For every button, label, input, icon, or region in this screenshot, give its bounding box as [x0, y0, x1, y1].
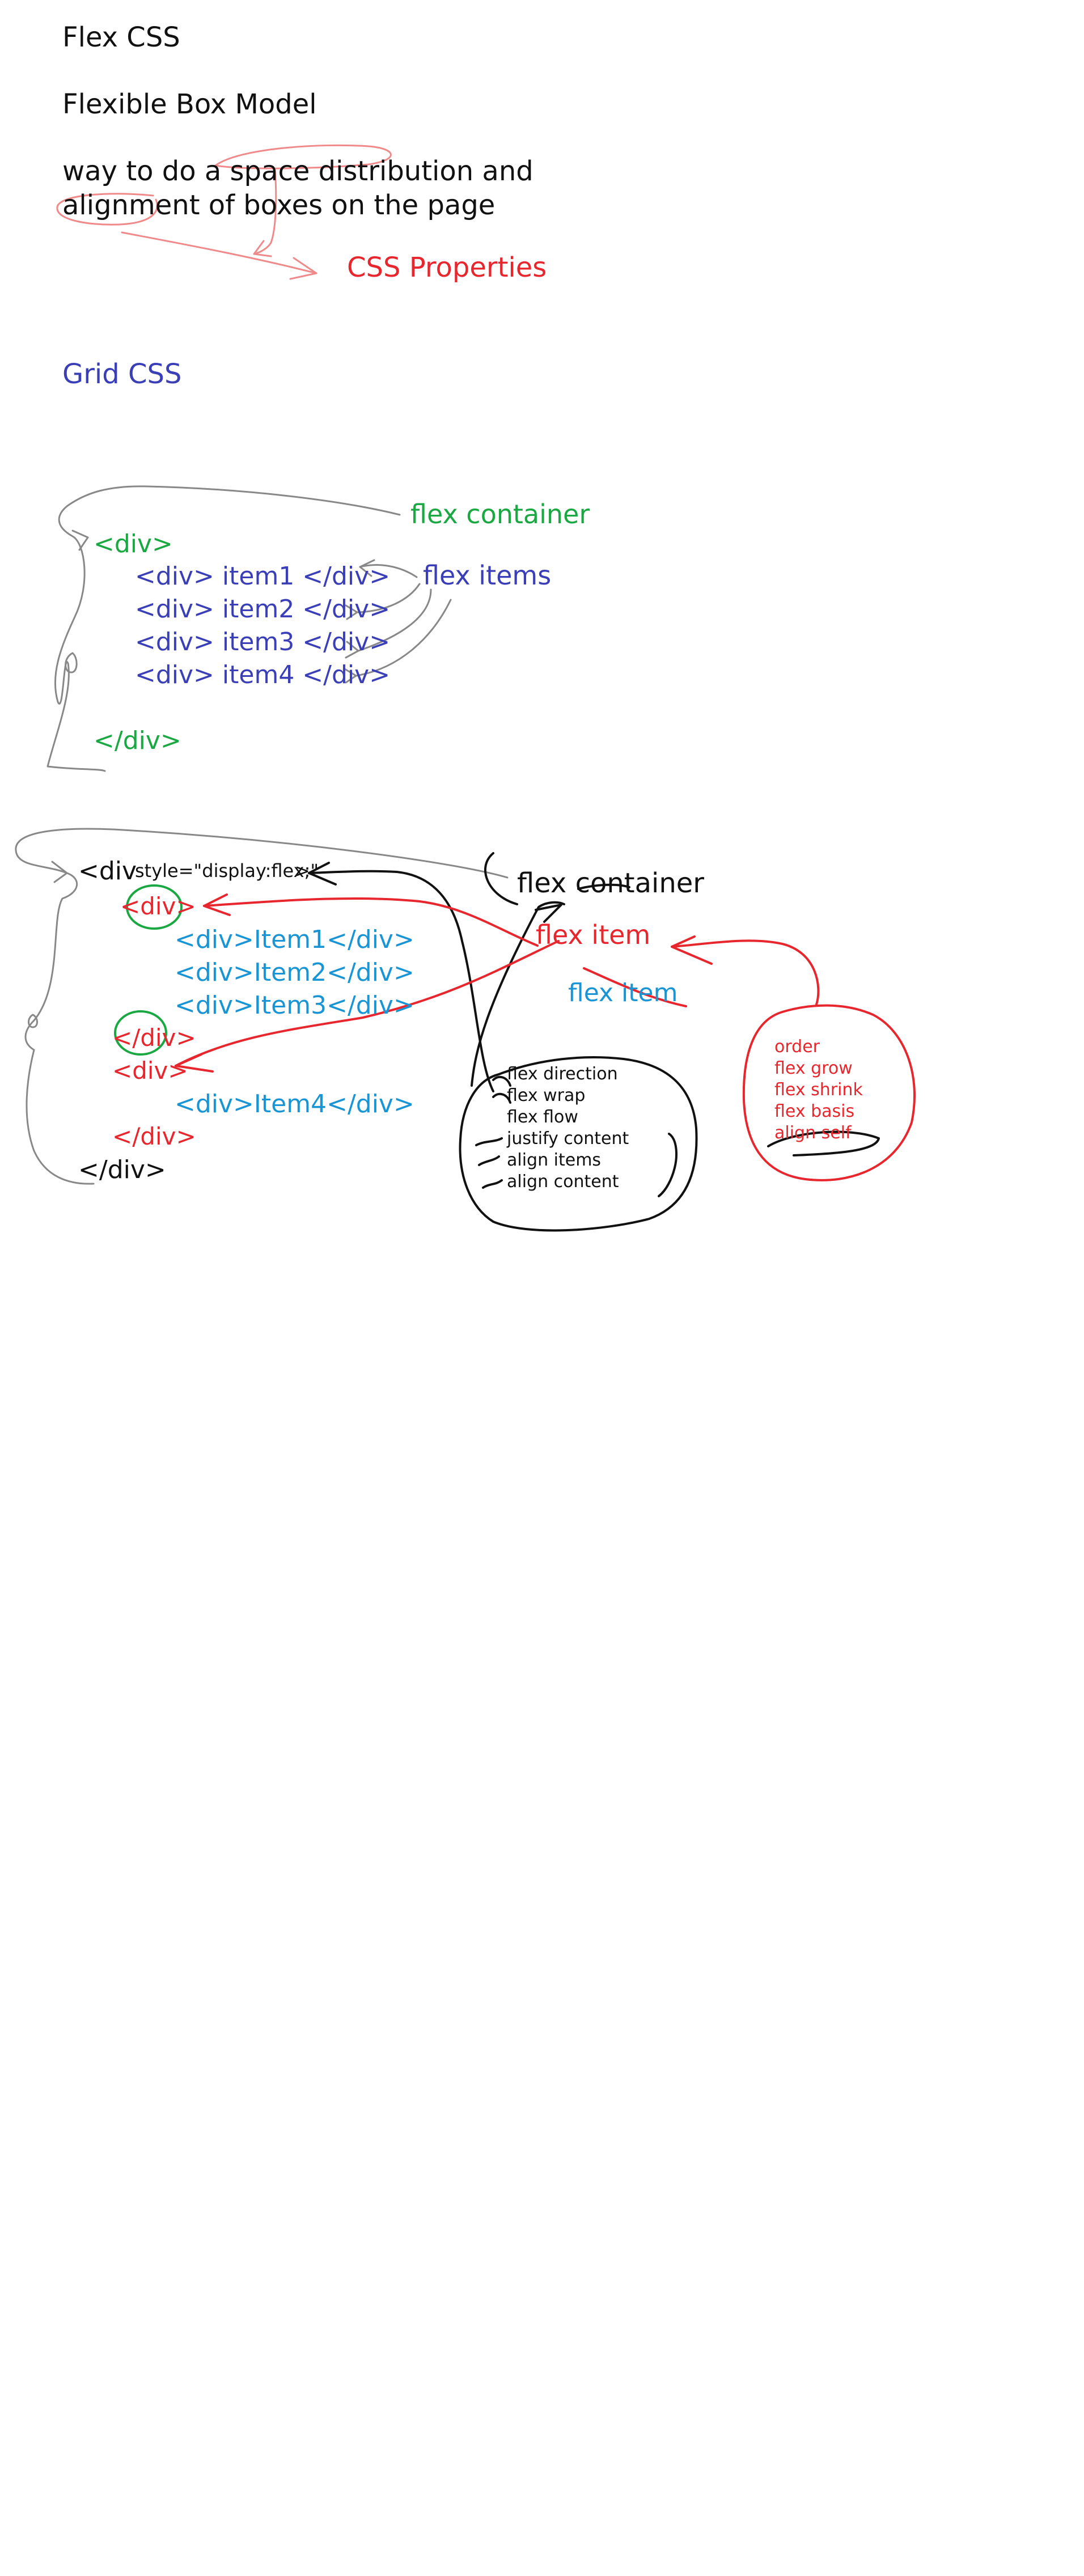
red-arrow-item-top — [203, 897, 539, 947]
d1-item: <div> item2 </div> — [135, 595, 391, 624]
item-property: flex grow — [774, 1058, 853, 1078]
gray-small-loop-2 — [28, 1014, 38, 1028]
d1-flex-items-label: flex items — [423, 560, 552, 591]
d1-close-div: </div> — [94, 726, 181, 755]
d2-item: <div>Item4</div> — [175, 1090, 414, 1118]
container-property: align content — [507, 1172, 619, 1192]
black-ticks-container-props — [475, 1075, 511, 1189]
gray-arrow-heads — [344, 604, 359, 684]
d2-inner2-open: <div> — [112, 1057, 188, 1084]
d2-outer-open: <div — [78, 857, 137, 886]
css-properties-label: CSS Properties — [347, 252, 547, 283]
pink-arrow-1-head — [289, 257, 317, 280]
gray-bracket-container — [46, 485, 401, 772]
gray-arrow-item3 — [357, 588, 432, 652]
red-strike-flex-item — [583, 967, 687, 1007]
d1-item: <div> item3 </div> — [135, 628, 391, 656]
black-arrow-container-head — [535, 904, 562, 923]
d2-outer-close: </div> — [78, 1155, 166, 1184]
black-bracket-right — [658, 1133, 678, 1197]
pink-arrow-1 — [121, 231, 317, 274]
red-arrow-props-circle — [671, 939, 820, 1006]
d2-inner2-close: </div> — [112, 1122, 196, 1150]
d2-outer-open-end: > — [295, 860, 310, 882]
gray-arrowhead-outer — [51, 861, 68, 883]
pink-loop-space — [214, 144, 392, 170]
black-arrow-container-label — [471, 901, 565, 1087]
d1-item: <div> item1 </div> — [135, 562, 391, 591]
d2-inner1-open: <div> — [120, 892, 196, 920]
green-circle-inner1 — [126, 884, 183, 930]
green-circle-inner1-close — [114, 1010, 167, 1056]
container-property: flex flow — [507, 1107, 578, 1127]
d2-flex-item-label: flex item — [536, 920, 651, 950]
d1-item: <div> item4 </div> — [135, 660, 391, 689]
gray-arrowhead-open-div — [71, 529, 89, 551]
container-property: justify content — [507, 1129, 629, 1149]
pink-loop-alignment — [56, 193, 158, 226]
d1-open-div: <div> — [94, 529, 173, 558]
grid-css-label: Grid CSS — [62, 358, 182, 390]
red-arrow-item-top-head — [203, 893, 231, 916]
d2-flex-container-label: flex container — [517, 867, 705, 899]
page-title: Flex CSS — [62, 22, 180, 53]
subtitle: Flexible Box Model — [62, 88, 317, 120]
pink-arrow-2 — [253, 169, 277, 255]
red-arrow-item-bottom-head — [175, 1053, 214, 1073]
gray-arrow-item4 — [355, 599, 452, 677]
item-property: align self — [774, 1123, 852, 1143]
red-arrow-props-head — [671, 935, 713, 965]
gray-small-loop — [65, 652, 78, 673]
d2-item: <div>Item3</div> — [175, 991, 414, 1020]
item-property: flex shrink — [774, 1080, 863, 1100]
container-property: flex direction — [507, 1064, 618, 1084]
definition-line-1: way to do a space distribution and — [62, 155, 533, 187]
d2-item: <div>Item2</div> — [175, 958, 414, 987]
d2-item: <div>Item1</div> — [175, 925, 414, 954]
gray-bracket-outer — [15, 828, 509, 1185]
black-arrow-open-div — [308, 870, 494, 1092]
item-property: order — [774, 1037, 820, 1057]
black-arrow-open-div-head — [308, 862, 337, 886]
black-arc-container — [484, 852, 518, 905]
red-arrow-item-bottom — [175, 940, 560, 1067]
black-blob-container-props — [459, 1056, 698, 1232]
black-underline-container — [577, 883, 630, 890]
d2-outer-style: style="display:flex;" — [135, 860, 319, 882]
black-underline-align-self — [767, 1130, 880, 1156]
gray-arrow-item1 — [359, 564, 418, 578]
red-circle-item-props — [742, 1004, 916, 1181]
pink-arrow-2-head — [253, 240, 272, 257]
gray-arrow-item2 — [357, 583, 421, 613]
definition-line-2: alignment of boxes on the page — [62, 189, 496, 221]
item-property: flex basis — [774, 1101, 855, 1121]
container-property: align items — [507, 1150, 602, 1170]
d2-flex-item-label-crossed: flex item — [568, 978, 678, 1007]
gray-arrow-item1-head — [359, 559, 375, 577]
d2-inner1-close: </div> — [112, 1024, 196, 1052]
d1-flex-container-label: flex container — [410, 499, 590, 529]
container-property: flex wrap — [507, 1086, 586, 1105]
